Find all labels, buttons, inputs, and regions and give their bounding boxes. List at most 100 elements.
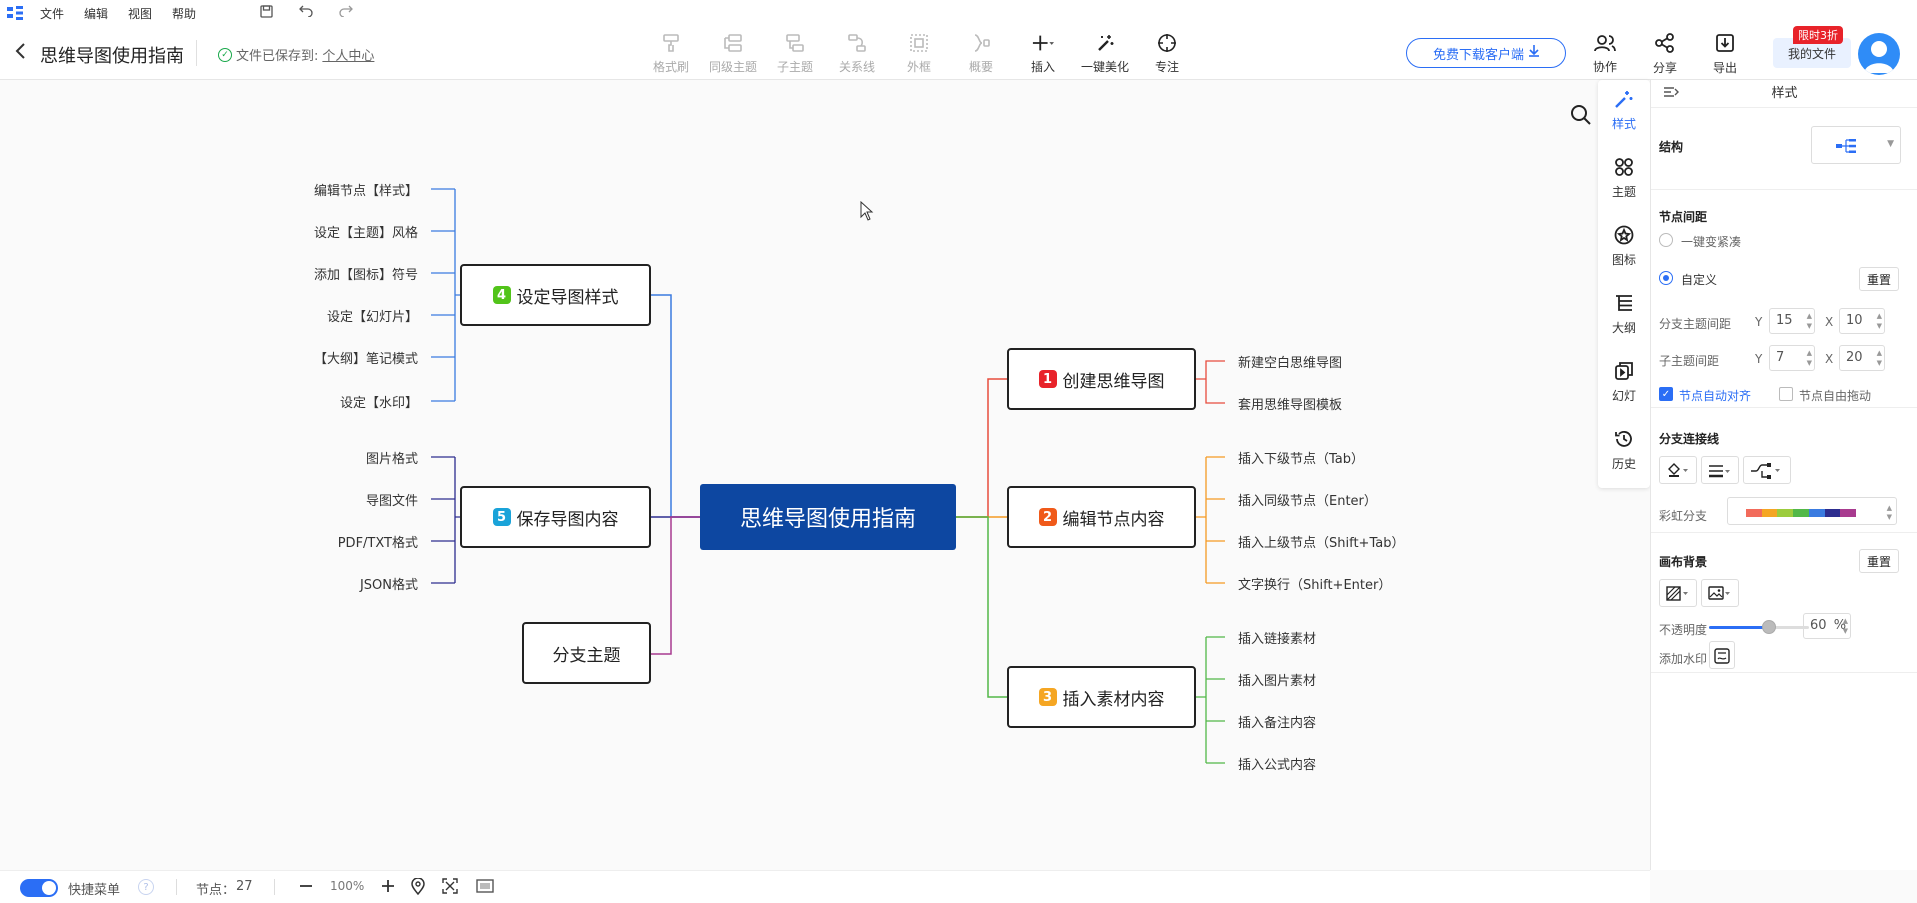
rail-style[interactable]: 样式 xyxy=(1598,80,1650,140)
root-topic[interactable]: 思维导图使用指南 xyxy=(700,484,956,550)
leaf-topic[interactable]: 设定【水印】 xyxy=(339,396,418,411)
branch-label: 插入素材内容 xyxy=(1062,689,1165,710)
branch-node-save[interactable]: 5 保存导图内容 xyxy=(460,486,651,548)
spacing-reset-button[interactable]: 重置 xyxy=(1859,267,1899,291)
relation-line-button[interactable]: 关系线 xyxy=(826,26,888,80)
rail-slides[interactable]: 幻灯 xyxy=(1598,352,1650,412)
menu-view[interactable]: 视图 xyxy=(128,6,153,21)
branch-label: 创建思维导图 xyxy=(1062,371,1165,392)
branch-x-input[interactable]: 10▲▼ xyxy=(1839,308,1885,334)
leaf-topic[interactable]: 添加【图标】符号 xyxy=(313,268,418,283)
mindmap-canvas[interactable]: 思维导图使用指南 1 创建思维导图 2 编辑节点内容 3 插入素材内容 4 设定… xyxy=(0,81,1600,871)
download-icon xyxy=(1529,45,1539,61)
leaf-topic[interactable]: 编辑节点【样式】 xyxy=(313,184,418,199)
line-style-select[interactable] xyxy=(1743,456,1791,484)
help-icon[interactable]: ? xyxy=(138,879,154,895)
zoom-out-icon[interactable] xyxy=(298,878,314,898)
focus-button[interactable]: 专注 xyxy=(1136,26,1198,80)
opacity-slider[interactable] xyxy=(1709,620,1809,634)
leaf-topic[interactable]: 插入同级节点（Enter） xyxy=(1238,494,1377,509)
bg-image-select[interactable] xyxy=(1701,579,1739,607)
back-arrow-icon[interactable] xyxy=(14,41,26,65)
branch-node-subtopic[interactable]: 分支主题 xyxy=(522,622,651,684)
rail-icon[interactable]: 图标 xyxy=(1598,216,1650,276)
branch-node-create[interactable]: 1 创建思维导图 xyxy=(1007,348,1196,410)
leaf-topic[interactable]: 设定【主题】风格 xyxy=(313,226,418,241)
minimap-icon[interactable] xyxy=(476,879,494,897)
format-painter-button[interactable]: 格式刷 xyxy=(640,26,702,80)
opacity-input[interactable]: 60 % ▲▼ xyxy=(1803,613,1851,639)
insert-button[interactable]: 插入 xyxy=(1012,26,1074,80)
opacity-slider-thumb[interactable] xyxy=(1762,620,1776,634)
quick-menu-toggle[interactable] xyxy=(20,879,58,897)
watermark-button[interactable] xyxy=(1709,641,1735,669)
branch-node-insert[interactable]: 3 插入素材内容 xyxy=(1007,666,1196,728)
download-client-button[interactable]: 免费下载客户端 xyxy=(1406,38,1566,68)
menu-help[interactable]: 帮助 xyxy=(172,6,197,21)
spinner-arrows-icon[interactable]: ▲▼ xyxy=(1876,312,1882,330)
menu-file[interactable]: 文件 xyxy=(40,6,65,21)
leaf-topic[interactable]: 新建空白思维导图 xyxy=(1238,356,1343,371)
menu-edit[interactable]: 编辑 xyxy=(84,6,109,21)
undo-icon[interactable] xyxy=(286,5,326,21)
outer-frame-button[interactable]: 外框 xyxy=(888,26,950,80)
redo-icon[interactable] xyxy=(326,5,366,21)
line-color-select[interactable] xyxy=(1659,456,1697,484)
subtopic-button[interactable]: 子主题 xyxy=(764,26,826,80)
spinner-arrows-icon[interactable]: ▲▼ xyxy=(1806,312,1812,330)
document-title[interactable]: 思维导图使用指南 xyxy=(40,46,184,67)
branch-node-edit[interactable]: 2 编辑节点内容 xyxy=(1007,486,1196,548)
leaf-topic[interactable]: 导图文件 xyxy=(365,494,418,509)
spinner-arrows-icon[interactable]: ▲▼ xyxy=(1806,349,1812,367)
leaf-topic[interactable]: 插入备注内容 xyxy=(1238,716,1317,731)
free-drag-checkbox[interactable] xyxy=(1779,387,1793,401)
auto-align-checkbox[interactable]: ✓ xyxy=(1659,387,1673,401)
leaf-topic[interactable]: 【大纲】笔记模式 xyxy=(313,352,418,367)
sibling-topic-button[interactable]: 同级主题 xyxy=(702,26,764,80)
structure-select[interactable]: ▼ xyxy=(1811,126,1901,164)
leaf-topic[interactable]: 插入下级节点（Tab） xyxy=(1238,452,1365,467)
custom-radio[interactable] xyxy=(1659,271,1673,285)
leaf-topic[interactable]: 插入图片素材 xyxy=(1238,674,1317,689)
rail-outline[interactable]: 大纲 xyxy=(1598,284,1650,344)
save-icon[interactable] xyxy=(246,4,286,22)
beautify-button[interactable]: 一键美化 xyxy=(1074,26,1136,80)
spinner-arrows-icon[interactable]: ▲▼ xyxy=(1876,349,1882,367)
canvas-bg-reset-button[interactable]: 重置 xyxy=(1859,549,1899,573)
leaf-topic[interactable]: 图片格式 xyxy=(365,452,418,467)
compact-radio[interactable] xyxy=(1659,233,1673,247)
branch-y-input[interactable]: 15▲▼ xyxy=(1769,308,1815,334)
collaborate-button[interactable]: 协作 xyxy=(1580,32,1630,76)
bg-color-select[interactable] xyxy=(1659,579,1697,607)
leaf-topic[interactable]: 套用思维导图模板 xyxy=(1238,398,1343,413)
rainbow-branch-select[interactable]: ▲▼ xyxy=(1727,497,1897,525)
locate-icon[interactable] xyxy=(410,877,426,900)
sub-y-input[interactable]: 7▲▼ xyxy=(1769,345,1815,371)
zoom-in-icon[interactable] xyxy=(380,878,396,898)
search-icon[interactable] xyxy=(1570,104,1592,130)
collapse-panel-icon[interactable] xyxy=(1663,86,1679,102)
summary-button[interactable]: 概要 xyxy=(950,26,1012,80)
export-button[interactable]: 导出 xyxy=(1700,32,1750,76)
leaf-topic[interactable]: PDF/TXT格式 xyxy=(337,536,418,551)
leaf-topic[interactable]: 插入链接素材 xyxy=(1238,632,1317,647)
canvas-bg-label: 画布背景 xyxy=(1659,555,1708,569)
spinner-arrows-icon[interactable]: ▲▼ xyxy=(1842,617,1848,635)
personal-center-link[interactable]: 个人中心 xyxy=(322,49,375,64)
rail-history[interactable]: 历史 xyxy=(1598,420,1650,480)
fit-screen-icon[interactable] xyxy=(442,878,458,898)
format-painter-label: 格式刷 xyxy=(652,59,689,74)
mouse-cursor-icon xyxy=(860,201,874,221)
branch-node-style[interactable]: 4 设定导图样式 xyxy=(460,264,651,326)
avatar[interactable] xyxy=(1858,33,1900,75)
leaf-topic[interactable]: 插入上级节点（Shift+Tab） xyxy=(1238,536,1405,551)
rail-theme[interactable]: 主题 xyxy=(1598,148,1650,208)
leaf-topic[interactable]: 设定【幻灯片】 xyxy=(326,310,418,325)
share-button[interactable]: 分享 xyxy=(1640,32,1690,76)
export-icon xyxy=(1715,33,1735,56)
sub-x-input[interactable]: 20▲▼ xyxy=(1839,345,1885,371)
line-width-select[interactable] xyxy=(1701,456,1739,484)
leaf-topic[interactable]: 文字换行（Shift+Enter） xyxy=(1238,578,1392,593)
leaf-topic[interactable]: JSON格式 xyxy=(359,578,418,593)
leaf-topic[interactable]: 插入公式内容 xyxy=(1238,758,1317,773)
